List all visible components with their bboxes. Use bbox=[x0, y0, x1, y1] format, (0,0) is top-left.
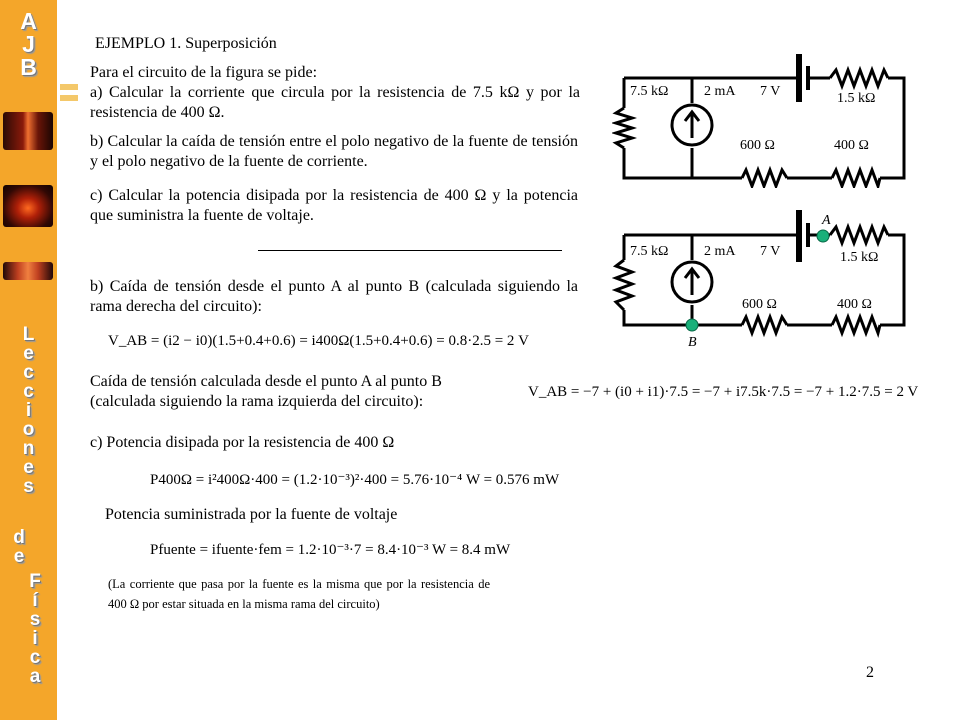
current-source bbox=[670, 103, 714, 147]
problem-part-a: a) Calcular la corriente que circula por… bbox=[90, 84, 580, 119]
label-r2: 1.5 kΩ bbox=[840, 250, 878, 265]
solution-b-heading: b) Caída de tensión desde el punto A al … bbox=[90, 278, 578, 315]
resistor-400 bbox=[830, 165, 882, 188]
resistor-7k5 bbox=[612, 106, 638, 150]
problem-part-c: c) Calcular la potencia disipada por la … bbox=[90, 187, 578, 224]
label-r3: 600 Ω bbox=[742, 297, 777, 312]
page-number: 2 bbox=[866, 664, 874, 681]
resistor-1k5 bbox=[828, 222, 890, 248]
battery-short-plate bbox=[806, 223, 810, 247]
label-v-src: 7 V bbox=[760, 244, 780, 259]
supply-heading: Potencia suministrada por la fuente de v… bbox=[105, 506, 398, 523]
lecture-thumbnail-1 bbox=[3, 112, 53, 150]
battery-short-plate bbox=[806, 66, 810, 90]
label-r4: 400 Ω bbox=[834, 138, 869, 153]
label-r1: 7.5 kΩ bbox=[630, 84, 668, 99]
resistor-600 bbox=[740, 312, 789, 338]
circuit-diagram-2: A B 7.5 kΩ 2 mA 7 V 1.5 kΩ 600 Ω 400 Ω bbox=[612, 210, 906, 350]
label-i-src: 2 mA bbox=[704, 84, 736, 99]
node-a-marker bbox=[816, 229, 830, 243]
battery-long-plate bbox=[796, 210, 802, 262]
resistor-1k5 bbox=[828, 65, 890, 91]
page-title: EJEMPLO 1. Superposición bbox=[95, 35, 277, 52]
solution-c-heading: c) Potencia disipada por la resistencia … bbox=[90, 434, 395, 451]
resistor-400 bbox=[830, 312, 882, 339]
lecture-thumbnail-3 bbox=[3, 262, 53, 280]
label-i-src: 2 mA bbox=[704, 244, 736, 259]
label-v-src: 7 V bbox=[760, 84, 780, 99]
equation-vab-right: V_AB = (i2 − i0)(1.5+0.4+0.6) = i400Ω(1.… bbox=[108, 333, 530, 349]
label-point-a: A bbox=[821, 213, 831, 228]
lecture-thumbnail-2 bbox=[3, 185, 53, 227]
separator-line bbox=[258, 250, 562, 251]
accent-bar-1 bbox=[60, 84, 78, 90]
battery-long-plate bbox=[796, 54, 802, 102]
equation-pfuente: Pfuente = ifuente·fem = 1.2·10⁻³·7 = 8.4… bbox=[150, 542, 511, 558]
node-b-marker bbox=[685, 318, 699, 332]
label-r2: 1.5 kΩ bbox=[837, 91, 875, 106]
label-point-b: B bbox=[688, 335, 697, 350]
current-source bbox=[670, 260, 714, 304]
label-r3: 600 Ω bbox=[740, 138, 775, 153]
equation-vab-left: V_AB = −7 + (i0 + i1)·7.5 = −7 + i7.5k·7… bbox=[528, 384, 919, 400]
solution-b-left-text: Caída de tensión calculada desde el punt… bbox=[90, 373, 442, 410]
label-r1: 7.5 kΩ bbox=[630, 244, 668, 259]
resistor-600 bbox=[740, 165, 789, 188]
circuit-diagram-1: 7.5 kΩ 2 mA 7 V 1.5 kΩ 600 Ω 400 Ω bbox=[612, 54, 906, 188]
accent-bar-2 bbox=[60, 95, 78, 101]
label-r4: 400 Ω bbox=[837, 297, 872, 312]
problem-part-b: b) Calcular la caída de tensión entre el… bbox=[90, 133, 578, 170]
explanatory-note: (La corriente que pasa por la fuente es … bbox=[108, 577, 490, 611]
equation-p400: P400Ω = i²400Ω·400 = (1.2·10⁻³)²·400 = 5… bbox=[150, 472, 560, 488]
problem-intro: Para el circuito de la figura se pide: bbox=[90, 64, 318, 81]
resistor-7k5 bbox=[612, 258, 637, 312]
